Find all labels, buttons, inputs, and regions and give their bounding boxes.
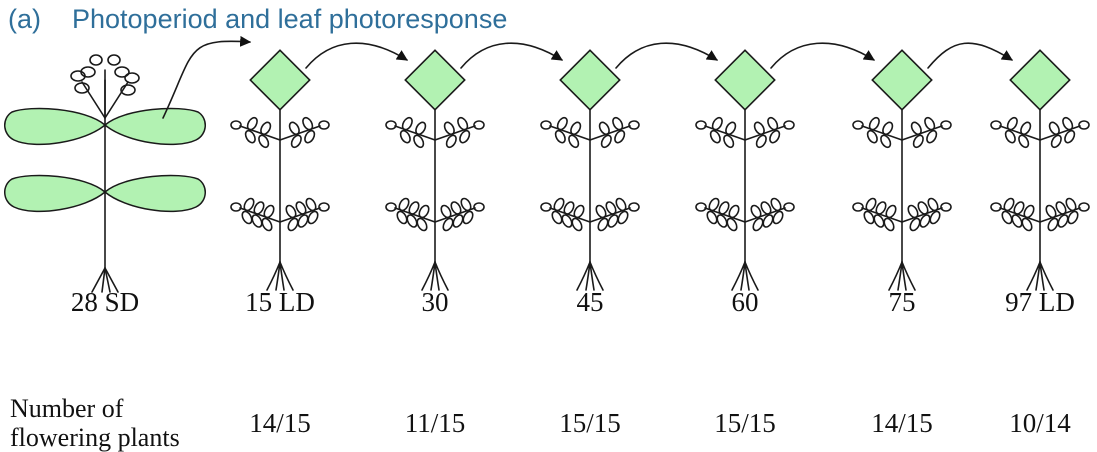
flowering-count: 14/15 (249, 408, 311, 438)
donor-leaf-upper-right (103, 107, 206, 146)
grafted-leaf (714, 49, 776, 111)
donor-flower-bud (70, 54, 140, 96)
stage-label: 45 (577, 287, 604, 317)
receiver-plants (230, 49, 1090, 291)
graft-arrows (162, 35, 1013, 119)
donor-leaf-lower-right (103, 174, 206, 213)
stage-label: 60 (732, 287, 759, 317)
flowering-count: 11/15 (405, 408, 466, 438)
leaflet-cluster (744, 197, 795, 232)
grafted-leaf (1009, 49, 1071, 111)
donor-leaf-upper-left (4, 107, 107, 146)
row-label-line2: flowering plants (10, 423, 180, 452)
leaflet-cluster (901, 197, 952, 232)
graft-arrow (615, 42, 718, 69)
flowering-count: 10/14 (1009, 408, 1071, 438)
leaflet-cluster (385, 116, 436, 149)
graft-arrow (770, 42, 875, 69)
leaflet-cluster (901, 116, 952, 149)
receiver-plant (540, 49, 640, 291)
stage-label: 30 (422, 287, 449, 317)
leaflet-cluster (1039, 197, 1090, 232)
figure-title: (a) Photoperiod and leaf photoresponse (8, 4, 507, 35)
roots (266, 261, 294, 291)
leaflet-cluster (990, 116, 1041, 149)
leaflet-cluster (1039, 116, 1090, 149)
leaflet-cluster (990, 197, 1041, 232)
leaflet-cluster (589, 116, 640, 149)
flowering-counts: 14/15 11/15 15/15 15/15 14/15 10/14 (249, 408, 1071, 438)
donor-plant (4, 54, 206, 293)
graft-arrow (927, 42, 1013, 69)
leaflet-cluster (744, 116, 795, 149)
receiver-plant (695, 49, 795, 291)
flowering-count: 15/15 (559, 408, 621, 438)
receiver-plant (852, 49, 952, 291)
grafted-leaf (559, 49, 621, 111)
leaflet-cluster (852, 197, 903, 232)
grafted-leaf (871, 49, 933, 111)
leaflet-cluster (279, 116, 330, 149)
stage-label: 97 LD (1005, 287, 1075, 317)
graft-arrow (305, 42, 408, 69)
leaflet-cluster (695, 197, 746, 232)
roots (731, 261, 759, 291)
roots (421, 261, 449, 291)
leaflet-cluster (279, 197, 330, 232)
receiver-plant (990, 49, 1090, 291)
leaflet-cluster (385, 197, 436, 232)
panel-label: (a) (8, 4, 41, 34)
flowering-count: 14/15 (871, 408, 933, 438)
receiver-plant (385, 49, 485, 291)
stage-label: 75 (889, 287, 916, 317)
leaflet-cluster (852, 116, 903, 149)
leaflet-cluster (434, 116, 485, 149)
donor-label: 28 SD (71, 287, 139, 317)
leaflet-cluster (695, 116, 746, 149)
donor-leaf-lower-left (4, 174, 107, 213)
graft-arrow (460, 42, 563, 69)
leaflet-cluster (540, 197, 591, 232)
roots (1026, 261, 1054, 291)
roots (576, 261, 604, 291)
title-text: Photoperiod and leaf photoresponse (72, 4, 508, 34)
stage-labels: 15 LD 30 45 60 75 97 LD (245, 287, 1075, 317)
grafted-leaf (249, 49, 311, 111)
graft-arrow (162, 35, 252, 119)
receiver-plant (230, 49, 330, 291)
row-label-line1: Number of (10, 394, 124, 423)
grafted-leaf (404, 49, 466, 111)
leaflet-cluster (230, 116, 281, 149)
leaflet-cluster (434, 197, 485, 232)
leaflet-cluster (230, 197, 281, 232)
roots (888, 261, 916, 291)
leaflet-cluster (540, 116, 591, 149)
flowering-count: 15/15 (714, 408, 776, 438)
stage-label: 15 LD (245, 287, 315, 317)
donor-roots (91, 267, 119, 293)
leaflet-cluster (589, 197, 640, 232)
